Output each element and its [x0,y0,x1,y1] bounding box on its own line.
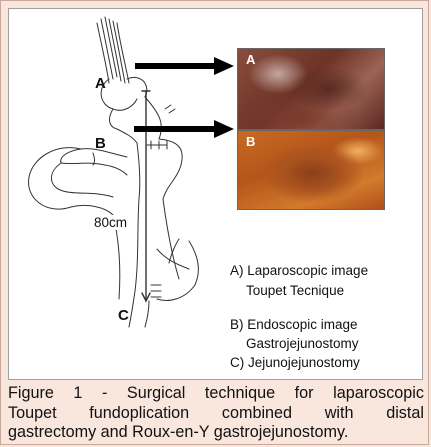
common-channel [163,199,179,279]
figure-panel: A B C 80cm A B A) Laparoscopic image Tou… [8,8,423,380]
jejunojejunostomy-staple [151,285,161,297]
arrow-b [134,120,234,138]
legend-a-detail: Toupet Tecnique [246,283,344,298]
anastomosis-staple [165,105,175,113]
stomach-remnant [145,97,161,139]
fundus-wrap [127,77,147,97]
esophagus-strand [113,21,125,83]
roux-limb [137,143,140,199]
biliary-limb [51,163,113,197]
legend-b-title: B) Endoscopic image [230,317,358,332]
figure-caption: Figure 1 - Surgical technique for laparo… [8,384,424,443]
distal-jejunum [145,301,149,327]
caption-line: Figure 1 - Surgical technique for laparo… [8,384,424,404]
label-a: A [95,75,106,92]
common-channel [135,199,139,291]
length-label: 80cm [93,215,128,230]
alimentary-limb [157,249,189,269]
caption-line: gastrectomy and Roux-en-Y gastrojejunost… [8,423,424,443]
fundus-wrap [110,109,117,129]
biliary-limb [29,148,81,209]
label-c: C [118,307,129,324]
distal-jejunum [129,291,135,327]
fundus-wrap [101,79,137,110]
photo-b-letter: B [246,134,255,149]
label-b: B [95,135,106,152]
caption-line: Toupet fundoplication combined with dist… [8,404,424,424]
esophagus-strand [97,23,109,83]
roux-limb [159,139,182,199]
alimentary-limb [157,285,195,300]
photo-a-letter: A [246,52,255,67]
staple-line [147,141,167,149]
endoscopic-image: B [237,130,385,210]
laparoscopic-image: A [237,48,385,130]
legend-b-detail: Gastrojejunostomy [246,336,359,351]
alimentary-limb [189,241,198,285]
legend-a-title: A) Laparoscopic image [230,263,368,278]
biliary-limb [71,205,113,215]
duodenal-stump [61,163,127,175]
legend-c-title: C) Jejunojejunostomy [230,355,360,370]
arrow-a [135,57,234,75]
